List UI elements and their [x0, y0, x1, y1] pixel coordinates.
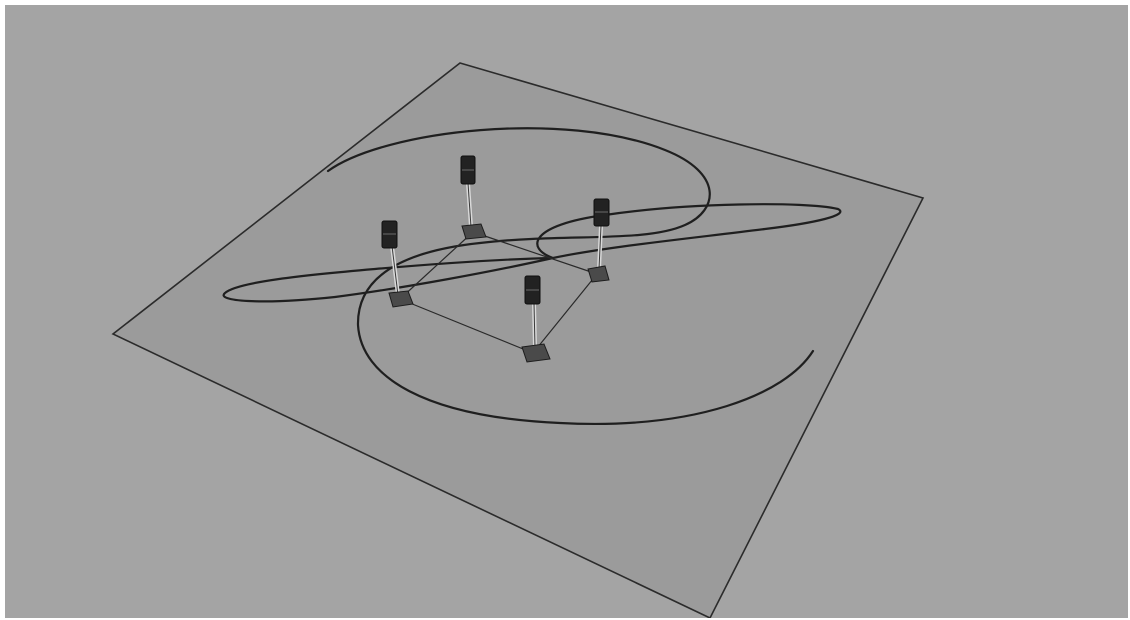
elongated-ellipse-trajectory	[222, 203, 842, 303]
link-robot-3-robot-4	[532, 273, 598, 354]
link-robot-1-robot-4	[399, 298, 534, 354]
link-robot-2-robot-3	[472, 231, 598, 275]
robot-4-base	[521, 343, 551, 363]
robot-2[interactable]	[460, 155, 487, 240]
robot-3[interactable]	[587, 198, 610, 283]
robot-4[interactable]	[521, 275, 551, 363]
robot-2-base	[461, 223, 487, 240]
robot-3-pole-core	[598, 225, 602, 270]
robot-3-base	[587, 265, 610, 283]
scene-canvas	[111, 62, 925, 618]
large-loop-trajectory	[326, 127, 815, 425]
formation-links	[399, 231, 598, 354]
robot-1-pole-core	[391, 245, 399, 296]
ground-plane	[111, 62, 925, 618]
3d-viewport[interactable]	[5, 5, 1128, 618]
link-robot-2-robot-1	[399, 231, 474, 300]
robot-4-pole-core	[533, 302, 536, 349]
robot-1-base	[388, 290, 414, 308]
robot-2-pole-core	[467, 182, 472, 228]
robot-1[interactable]	[381, 220, 414, 308]
